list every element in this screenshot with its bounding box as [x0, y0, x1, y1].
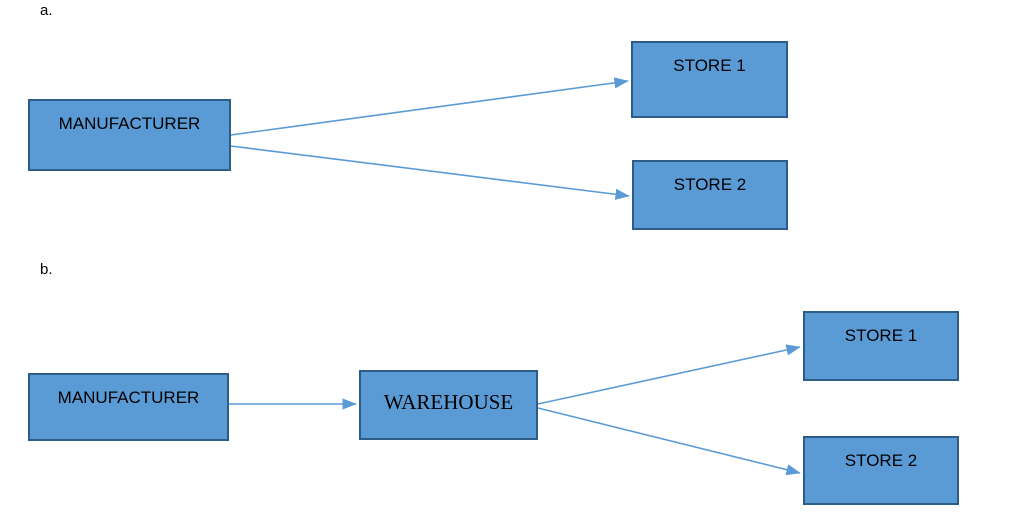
- store-2-node[interactable]: STORE 2: [632, 160, 788, 230]
- store-1-node[interactable]: STORE 1: [631, 41, 788, 118]
- node-label: MANUFACTURER: [57, 388, 200, 407]
- node-label: MANUFACTURER: [58, 114, 201, 133]
- panel-label-b: b.: [40, 261, 53, 278]
- node-label: STORE 1: [673, 56, 746, 75]
- panel-label-a: a.: [40, 2, 53, 19]
- edge-manufacturer-to-store-1: [230, 77, 629, 136]
- edge-warehouse-to-store-1: [537, 344, 801, 405]
- node-label: WAREHOUSE: [383, 390, 514, 414]
- store-1-node[interactable]: STORE 1: [803, 311, 959, 381]
- edge-manufacturer-to-store-2: [230, 145, 630, 200]
- edge-warehouse-to-store-2: [537, 407, 801, 476]
- node-label: STORE 2: [844, 451, 918, 470]
- manufacturer-node[interactable]: MANUFACTURER: [28, 373, 229, 441]
- warehouse-node[interactable]: WAREHOUSE: [359, 370, 538, 440]
- node-label: STORE 2: [673, 175, 747, 194]
- manufacturer-node[interactable]: MANUFACTURER: [28, 99, 231, 171]
- node-label: STORE 1: [844, 326, 918, 345]
- store-2-node[interactable]: STORE 2: [803, 436, 959, 505]
